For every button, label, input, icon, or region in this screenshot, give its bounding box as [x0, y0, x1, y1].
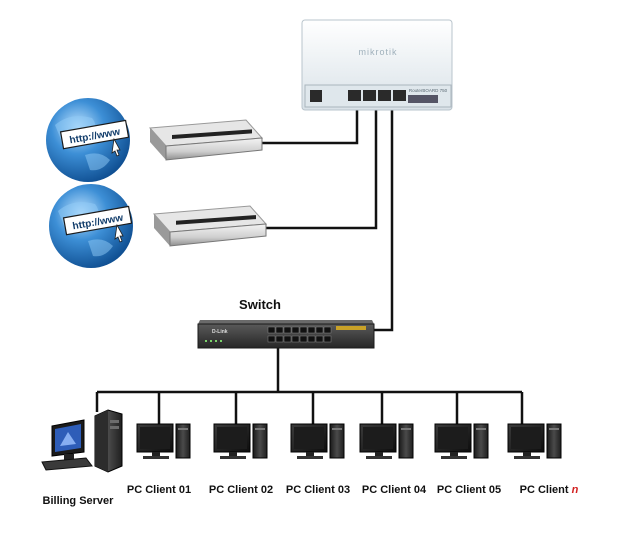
router-ports: [310, 90, 438, 103]
switch-brand-text: D-Link: [212, 329, 228, 335]
billing-server-label: Billing Server: [43, 495, 115, 507]
client-label-04: PC Client 04: [362, 484, 427, 496]
pc-client-03: [290, 423, 345, 459]
router-logo-text: mikrotik: [359, 47, 398, 57]
pc-client-n: [507, 423, 562, 459]
client-label-02: PC Client 02: [209, 484, 273, 496]
client-label-n-suffix: n: [572, 484, 579, 496]
switch-ports: [267, 326, 332, 343]
pc-client-02: [213, 423, 268, 459]
cursor-icon: [111, 137, 121, 157]
modem-2: [152, 205, 268, 247]
pc-client-01: [136, 423, 191, 459]
billing-server: [41, 409, 123, 473]
client-label-05: PC Client 05: [437, 484, 501, 496]
internet-globe-2: http://www: [49, 184, 133, 268]
client-label-03: PC Client 03: [286, 484, 350, 496]
router: mikrotik RouterBOARD 750: [301, 19, 453, 111]
client-label-n: PC Client n: [520, 484, 579, 496]
client-label-01: PC Client 01: [127, 484, 191, 496]
switch-label: Switch: [239, 297, 281, 312]
pc-client-04: [359, 423, 414, 459]
client-labels: PC Client 01 PC Client 02 PC Client 03 P…: [127, 484, 579, 496]
modem-1: [148, 119, 264, 161]
cursor-icon: [114, 223, 124, 243]
cable-modem1-router: [258, 101, 359, 145]
cable-router-switch: [372, 101, 394, 332]
cable-modem2-router: [265, 101, 378, 230]
internet-globe-1: http://www: [46, 98, 130, 182]
pc-client-05: [434, 423, 489, 459]
network-switch: D-Link: [197, 320, 375, 349]
client-label-n-prefix: PC Client: [520, 484, 569, 496]
cables: [95, 101, 524, 424]
router-model-text: RouterBOARD 750: [409, 88, 448, 93]
